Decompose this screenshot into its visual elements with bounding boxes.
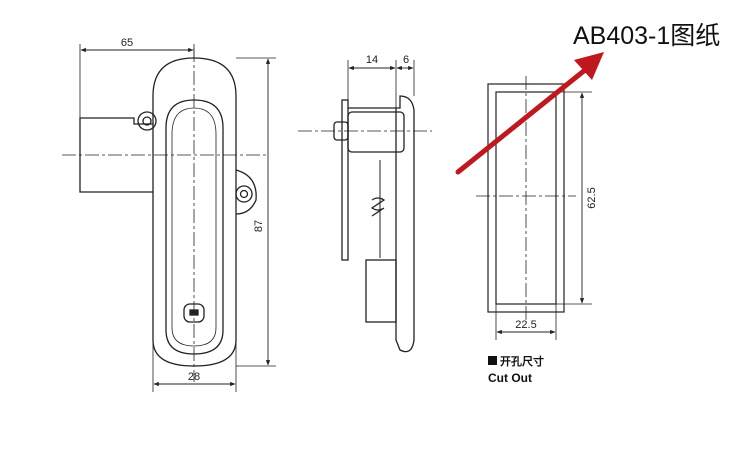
side-spring xyxy=(370,197,386,217)
cutout-height-dimension: 62.5 xyxy=(586,187,598,208)
right-mount-tab xyxy=(235,169,257,215)
left-mount-tab xyxy=(79,117,153,193)
cutout-caption-chinese: 开孔尺寸 xyxy=(500,354,544,368)
side-depth-dimension: 14 xyxy=(366,54,378,66)
handle-inner-grip-shade xyxy=(171,107,217,347)
left-mount-hole xyxy=(137,111,157,131)
cutout-width-dimension: 22.5 xyxy=(515,319,536,331)
cutout-caption-english: Cut Out xyxy=(488,371,532,385)
side-lower-bracket xyxy=(365,259,397,323)
right-mount-hole xyxy=(235,185,253,203)
red-pointer-arrow xyxy=(455,63,593,175)
front-width-dimension: 65 xyxy=(121,37,133,49)
front-view xyxy=(62,44,276,392)
drawing-title: AB403-1图纸 xyxy=(573,22,720,50)
cutout-view xyxy=(476,76,592,340)
front-bottom-width-dimension: 28 xyxy=(188,371,200,383)
side-panel-plate xyxy=(341,99,349,261)
side-body xyxy=(348,95,415,353)
caption-square-icon xyxy=(488,356,497,365)
red-arrowhead-icon xyxy=(574,52,604,80)
handle-outer-outline xyxy=(152,57,237,367)
side-view xyxy=(298,60,432,353)
side-flange-dimension: 6 xyxy=(403,54,409,66)
handle-inner-grip xyxy=(165,99,224,355)
cutout-opening xyxy=(495,91,557,305)
front-height-dimension: 87 xyxy=(253,220,265,232)
